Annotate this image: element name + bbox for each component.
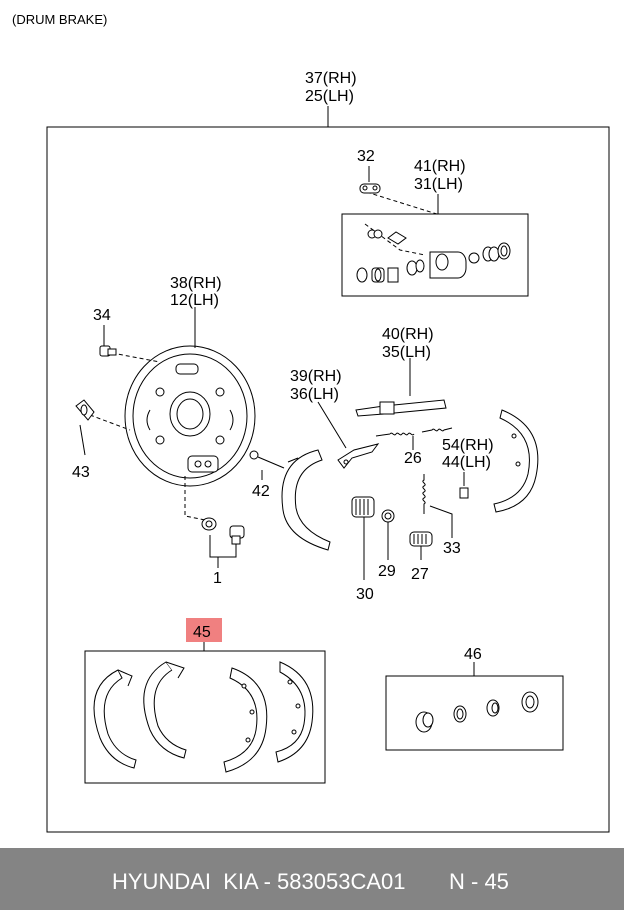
shoe-kit-box <box>84 650 326 784</box>
part-45-highlight <box>186 618 222 642</box>
assembly-frame <box>46 126 610 833</box>
label-1: 1 <box>213 570 222 587</box>
backing-plate <box>124 345 256 487</box>
label-26: 26 <box>404 450 422 467</box>
label-adjuster-rh: 40(RH) <box>382 326 434 343</box>
shoe-kit-shoes <box>93 661 314 773</box>
clip-part <box>459 472 469 499</box>
grommet-part <box>75 399 95 421</box>
label-wheel-cyl-lh: 31(LH) <box>414 176 463 193</box>
label-assembly-rh: 37(RH) <box>305 70 357 87</box>
upper-spring-part <box>375 427 453 450</box>
label-27: 27 <box>411 566 429 583</box>
label-42: 42 <box>252 483 270 500</box>
label-backing-rh: 38(RH) <box>170 275 222 292</box>
label-45: 45 <box>193 624 211 641</box>
label-46: 46 <box>464 646 482 663</box>
lever-part <box>317 401 380 469</box>
repair-kit-box <box>385 675 564 751</box>
hold-pin-part <box>249 450 285 480</box>
adjuster-part <box>355 358 447 417</box>
footer-ref: N - 45 <box>449 869 509 894</box>
diagram-title: (DRUM BRAKE) <box>12 12 108 27</box>
label-30: 30 <box>356 586 374 603</box>
label-backing-lh: 12(LH) <box>170 292 219 309</box>
label-43: 43 <box>72 464 90 481</box>
footer-bar: HYUNDAI KIA - 583053CA01 N - 45 <box>0 848 624 910</box>
screw-washer-part <box>201 517 245 545</box>
bolt-part <box>99 345 117 357</box>
label-33: 33 <box>443 540 461 557</box>
lower-spring-part <box>422 474 453 538</box>
label-29: 29 <box>378 563 396 580</box>
footer-brand: HYUNDAI KIA - 583053CA01 <box>112 869 406 894</box>
bleeder-part <box>359 183 381 194</box>
label-clip-lh: 44(LH) <box>442 454 491 471</box>
wheel-cylinder-parts <box>356 229 511 283</box>
label-clip-rh: 54(RH) <box>442 437 494 454</box>
brake-shoe-left <box>281 449 331 551</box>
wheel-cylinder-box <box>341 213 529 297</box>
hold-springs-part <box>351 496 433 580</box>
label-wheel-cyl-rh: 41(RH) <box>414 158 466 175</box>
label-lever-lh: 36(LH) <box>290 386 339 403</box>
label-32: 32 <box>357 148 375 165</box>
label-assembly-lh: 25(LH) <box>305 88 354 105</box>
repair-kit-parts <box>415 691 539 733</box>
label-adjuster-lh: 35(LH) <box>382 344 431 361</box>
label-lever-rh: 39(RH) <box>290 368 342 385</box>
drum-brake-diagram: 37(RH) 25(LH) 32 41(RH) 31(LH) 38(RH) 12… <box>46 70 610 833</box>
label-34: 34 <box>93 307 111 324</box>
brake-shoe-right <box>493 409 539 513</box>
